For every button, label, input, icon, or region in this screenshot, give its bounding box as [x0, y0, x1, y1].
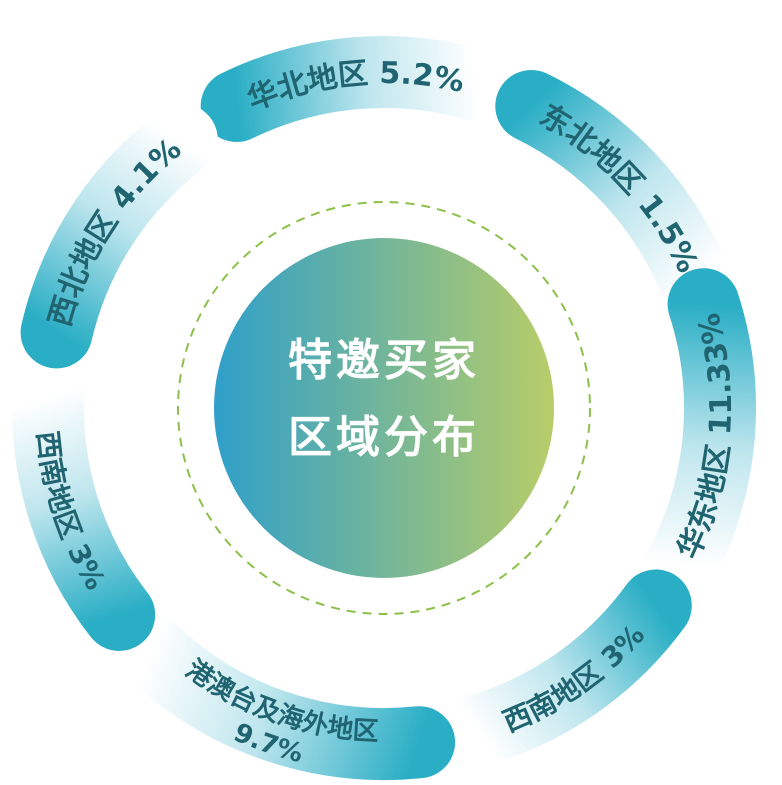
dashed-ring — [177, 201, 591, 615]
center-circle — [214, 238, 554, 578]
center-title-line2: 区域分布 — [288, 412, 480, 463]
region-segment — [20, 103, 218, 369]
region-segment — [495, 70, 732, 319]
region-segment — [644, 268, 757, 602]
region-segment — [12, 360, 156, 651]
region-segment — [440, 569, 692, 767]
region-segment — [114, 613, 456, 780]
region-segment — [200, 36, 513, 142]
center-title-line1: 特邀买家 — [288, 335, 480, 386]
